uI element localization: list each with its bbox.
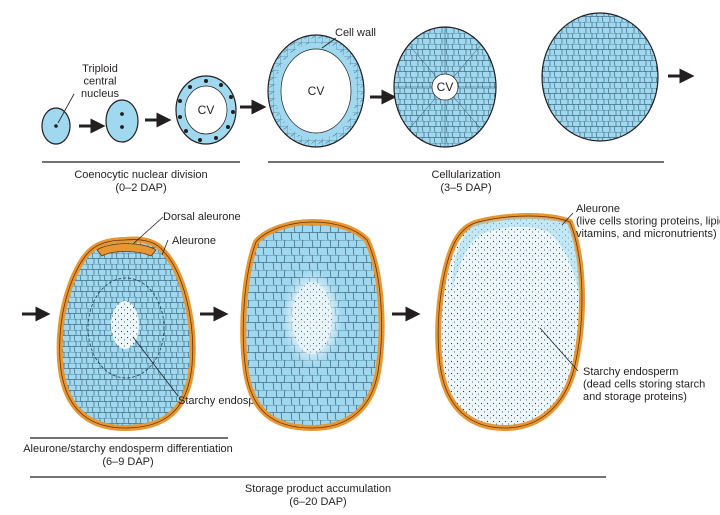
phase3-title: Aleurone/starchy endosperm differentiati… <box>23 443 233 455</box>
cv-label-cell-wall: CV <box>308 84 325 98</box>
phase2-days: (3–5 DAP) <box>440 182 491 194</box>
starchy-endosperm-label: Starchy endosperm <box>178 395 273 407</box>
cell-wall-label: Cell wall <box>335 27 376 39</box>
phase1-title: Coenocytic nuclear division <box>74 169 207 181</box>
phase3-days: (6–9 DAP) <box>102 456 153 468</box>
cv-label-coenocyte: CV <box>198 103 215 117</box>
starchy-detail-label: Starchy endosperm(dead cells storing sta… <box>583 366 705 403</box>
grain-mature <box>435 212 585 432</box>
stage-cellularization <box>393 26 497 148</box>
dorsal-aleurone-label: Dorsal aleurone <box>163 211 241 223</box>
stage-two-nuclei <box>105 99 139 143</box>
grain-differentiation <box>56 216 196 432</box>
grain-early-accumulation <box>240 218 385 432</box>
phase4-title: Storage product accumulation <box>245 483 391 495</box>
phase4-days: (6–20 DAP) <box>289 496 346 508</box>
aleurone-label: Aleurone <box>172 235 216 247</box>
phase2-title: Cellularization <box>431 169 500 181</box>
stage-coenocyte <box>175 75 237 145</box>
cv-label-cellularization: CV <box>437 80 454 94</box>
stage-triploid-nucleus <box>41 93 75 145</box>
stage-cell-wall <box>267 34 365 148</box>
aleurone-detail-label: Aleurone(live cells storing proteins, li… <box>576 203 720 240</box>
stage-fully-cellular <box>541 12 659 142</box>
phase1-days: (0–2 DAP) <box>115 182 166 194</box>
